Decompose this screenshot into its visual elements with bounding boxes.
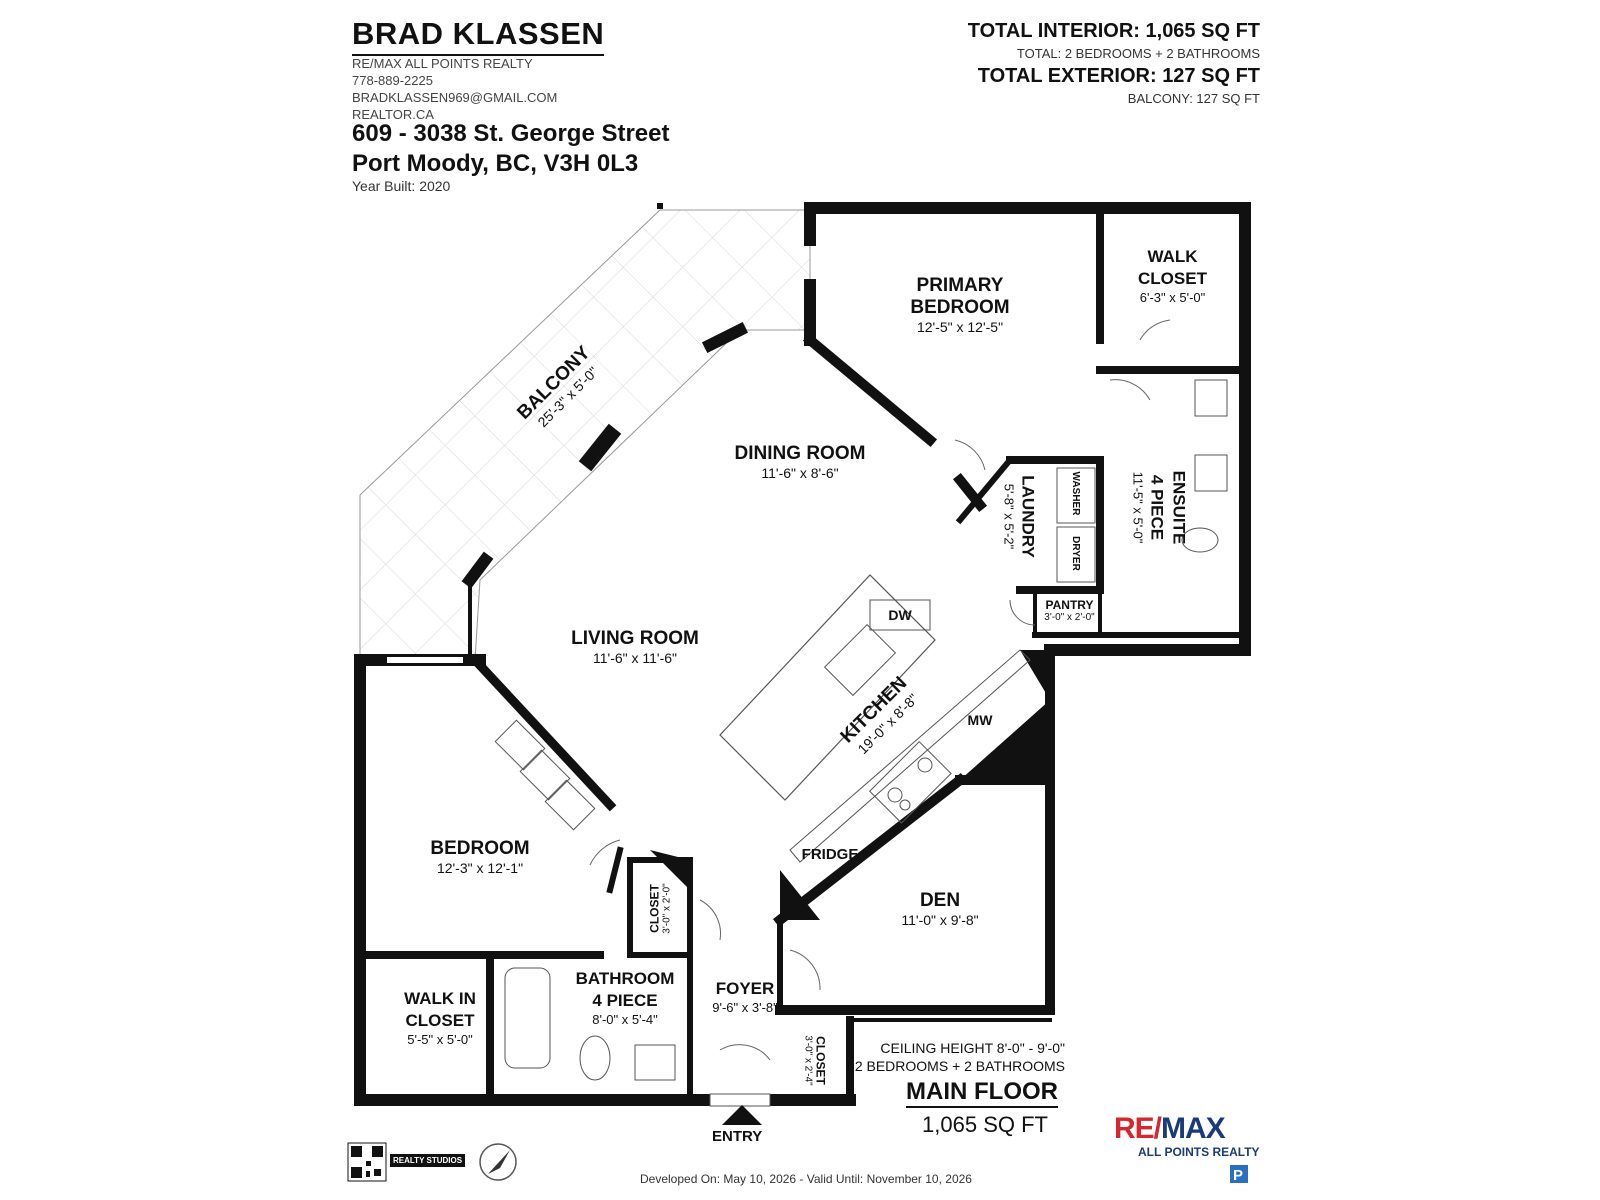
dryer-label: DRYER [1070,536,1081,571]
closet-1-name: CLOSET [647,884,662,933]
laundry-dim: 5'-8" x 5'-2" [1001,483,1017,550]
pantry-dim: 3'-0" x 2'-0" [1044,612,1095,623]
qr-code [347,1142,387,1182]
bathroom-name-2: 4 PIECE [592,991,658,1010]
total-exterior: TOTAL EXTERIOR: 127 SQ FT [977,65,1260,87]
total-interior: TOTAL INTERIOR: 1,065 SQ FT [967,20,1260,42]
den-label: DEN 11'-0" x 9'-8" [860,890,1020,928]
agent-website: REALTOR.CA [352,107,434,122]
laundry-label: LAUNDRY 5'-8" x 5'-2" [1002,462,1039,572]
fridge-label: FRIDGE [801,846,859,863]
address-line-1: 609 - 3038 St. George Street [352,120,670,147]
floor-title: MAIN FLOOR [906,1078,1058,1108]
total-exterior-sub: BALCONY: 127 SQ FT [1127,91,1260,106]
bedroom-bathroom-summary: 2 BEDROOMS + 2 BATHROOMS [854,1058,1065,1074]
closet-2-label: CLOSET 3'-0" x 2'-4" [803,1021,828,1101]
entry-arrow [722,1105,762,1125]
den-dim: 11'-0" x 9'-8" [901,912,979,928]
balcony-floor [359,209,811,661]
walk-in-closet-name-1: WALK IN [404,989,476,1008]
living-room-label: LIVING ROOM 11'-6" x 11'-6" [535,628,735,666]
wall-top [804,202,1251,656]
closet-1-label: CLOSET 3'-0" x 2'-0" [648,869,673,949]
microwave-label: MW [967,712,993,728]
closet-2-dim: 3'-0" x 2'-4" [802,1035,814,1086]
closet-1-dim: 3'-0" x 2'-0" [661,883,673,934]
pantry-name: PANTRY [1045,598,1094,612]
bathroom-name-1: BATHROOM [575,969,675,988]
dining-room-label: DINING ROOM 11'-6" x 8'-6" [700,443,900,481]
agent-phone: 778-889-2225 [352,73,433,88]
ensuite-name-2: 4 PIECE [1147,474,1167,541]
primary-bedroom-dim: 12'-5" x 12'-5" [916,319,1004,335]
bathroom-dim: 8'-0" x 5'-4" [592,1012,658,1027]
ceiling-height: CEILING HEIGHT 8'-0" - 9'-0" [880,1040,1065,1056]
realty-studios-logo: REALTY STUDIOS [390,1154,466,1167]
primary-bedroom-label: PRIMARY BEDROOM 12'-5" x 12'-5" [870,275,1050,335]
pantry-label: PANTRY 3'-0" x 2'-0" [1037,598,1102,623]
brokerage: RE/MAX ALL POINTS REALTY [352,56,533,71]
svg-text:P: P [1233,1167,1243,1184]
primary-bedroom-name-1: PRIMARY [916,275,1004,296]
developed-date: Developed On: May 10, 2026 - Valid Until… [640,1172,972,1186]
walk-in-closet-dim: 5'-5" x 5'-0" [407,1032,473,1047]
bedroom-dim: 12'-3" x 12'-1" [436,860,524,876]
ensuite-name-1: ENSUITE [1169,470,1189,545]
foyer-name: FOYER [715,979,775,998]
closet-2-name: CLOSET [813,1036,828,1085]
agent-email: BRADKLASSEN969@GMAIL.COM [352,90,558,105]
total-interior-sub: TOTAL: 2 BEDROOMS + 2 BATHROOMS [1016,46,1260,61]
living-room-name: LIVING ROOM [571,628,699,649]
walk-in-closet-name-2: CLOSET [405,1011,475,1030]
foyer-dim: 9'-6" x 3'-8" [712,1000,778,1015]
kitchen-island [719,574,936,801]
living-room-dim: 11'-6" x 11'-6" [592,650,678,666]
bedroom-name: BEDROOM [430,838,530,859]
dining-room-dim: 11'-6" x 8'-6" [761,465,839,481]
bathroom-label: BATHROOM 4 PIECE 8'-0" x 5'-4" [565,968,685,1027]
wall-diag-primary [802,332,938,448]
north-arrow-circle [479,1143,517,1181]
floor-sqft: 1,065 SQ FT [922,1112,1048,1137]
walk-closet-dim: 6'-3" x 5'-0" [1139,290,1206,305]
walk-closet-name-2: CLOSET [1138,269,1207,288]
ensuite-dim: 11'-5" x 5'-0" [1130,471,1146,544]
agent-name: BRAD KLASSEN [352,16,605,56]
dining-room-name: DINING ROOM [734,443,866,464]
foyer-label: FOYER 9'-6" x 3'-8" [695,978,795,1015]
bedroom-label: BEDROOM 12'-3" x 12'-1" [400,838,560,876]
address-line-2: Port Moody, BC, V3H 0L3 [352,150,639,177]
pairlink-badge [1230,1165,1248,1183]
walk-closet-label: WALK CLOSET 6'-3" x 5'-0" [1115,246,1230,305]
walk-closet-name-1: WALK [1147,247,1198,266]
remax-logo: RE/MAX [1114,1112,1226,1145]
wall-diag-dining-window [701,321,749,354]
kitchen-counter [789,649,1031,863]
primary-bedroom-name-2: BEDROOM [910,297,1010,318]
entry-label: ENTRY [712,1128,763,1145]
wall-diag-bedroom [468,653,617,812]
laundry-name: LAUNDRY [1018,475,1038,558]
den-name: DEN [919,890,961,911]
walk-in-closet-label: WALK IN CLOSET 5'-5" x 5'-0" [395,988,485,1047]
year-built: Year Built: 2020 [352,178,451,194]
remax-brokerage: ALL POINTS REALTY [1138,1145,1260,1159]
ensuite-label: ENSUITE 4 PIECE 11'-5" x 5'-0" [1131,443,1190,573]
dishwasher-label: DW [888,607,912,623]
washer-label: WASHER [1070,471,1081,516]
